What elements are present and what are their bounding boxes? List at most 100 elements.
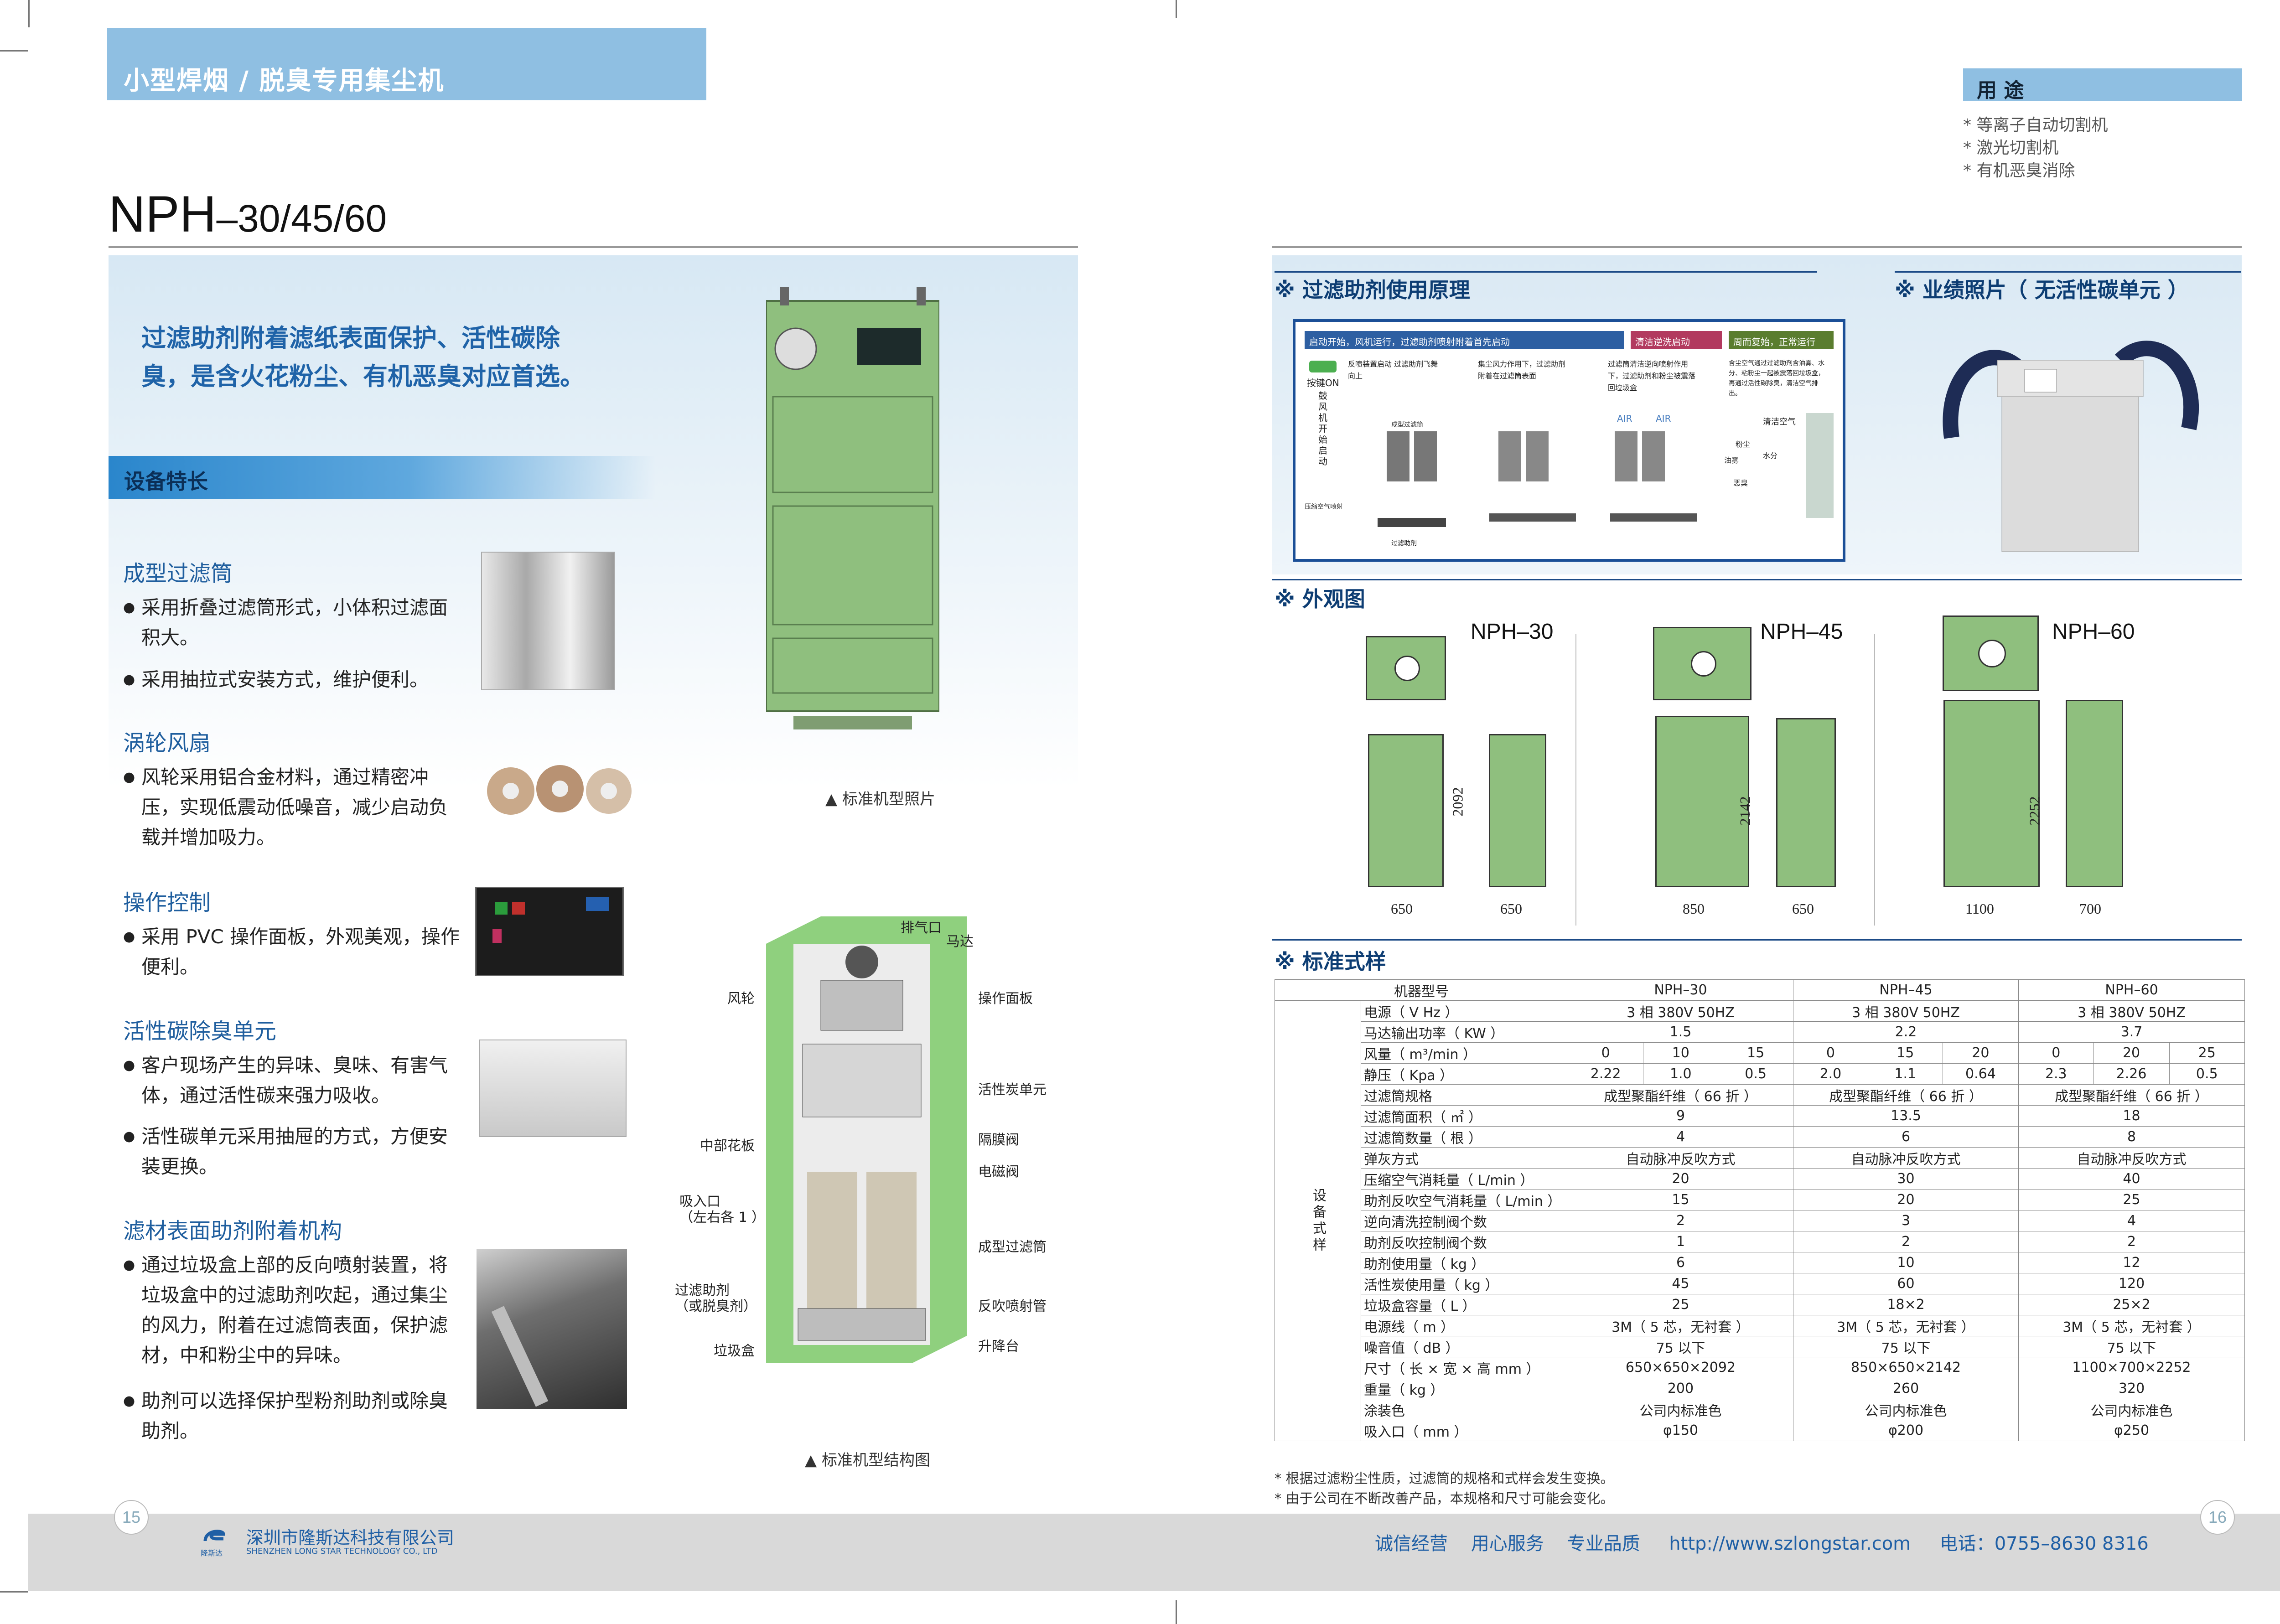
principle-illustration — [1378, 413, 1834, 527]
on-button-icon — [495, 902, 508, 915]
spec-row-label: 静压（ Kpa ） — [1361, 1063, 1568, 1085]
feature-point: 活性碳单元采用抽屉的方式，方便安装更换。 — [123, 1122, 461, 1182]
label-inlet: 吸入口 — [679, 1194, 720, 1210]
feature-point: 采用 PVC 操作面板，外观美观，操作便利。 — [123, 922, 461, 982]
spec-cell: 25×2 — [2018, 1294, 2245, 1315]
section-rule — [1272, 939, 2242, 941]
spec-cell: 1100×700×2252 — [2018, 1357, 2245, 1378]
outline-model-label: NPH–45 — [1760, 620, 1843, 644]
spec-cell: 200 — [1567, 1378, 1794, 1399]
company-name-cn: 深圳市隆斯达科技有限公司 — [246, 1528, 455, 1548]
spec-cell: 10 — [1793, 1252, 2019, 1273]
crop-mark — [1176, 0, 1177, 18]
page-number-left: 15 — [114, 1500, 149, 1535]
spec-row-label: 重量（ kg ） — [1361, 1378, 1568, 1399]
spec-cell: 75 以下 — [1793, 1336, 2019, 1357]
crop-mark — [1176, 1600, 1177, 1624]
spec-cell: 60 — [1793, 1273, 2019, 1294]
spec-cell: 4 — [2018, 1210, 2245, 1231]
spec-row-label: 弹灰方式 — [1361, 1147, 1568, 1169]
spec-cell: 15 — [1867, 1042, 1943, 1064]
outline-side-view — [1776, 718, 1836, 887]
label-agent: 过滤助剂 — [675, 1283, 730, 1298]
inlet-icon — [1394, 656, 1420, 681]
spec-cell: 2.0 — [1793, 1063, 1868, 1085]
spec-cell: φ250 — [2018, 1420, 2245, 1441]
spec-cell: 18×2 — [1793, 1294, 2019, 1315]
outline-divider — [1575, 634, 1576, 926]
agent-mechanism-image — [477, 1249, 627, 1409]
project-photo — [1933, 283, 2207, 556]
dim-depth: 650 — [1792, 900, 1814, 917]
usage-title: 用 途 — [1977, 79, 2024, 102]
structure-caption: ▲ 标准机型结构图 — [805, 1451, 930, 1469]
spec-cell: 18 — [2018, 1105, 2245, 1127]
feature-heading: 涡轮风扇 — [123, 730, 211, 756]
spec-cell: 9 — [1567, 1105, 1794, 1127]
spec-cell: 4 — [1567, 1126, 1794, 1148]
spec-cell: 公司内标准色 — [1567, 1399, 1794, 1420]
spec-cell: 120 — [2018, 1273, 2245, 1294]
spec-cell: 3M（ 5 芯，无衬套 ） — [1793, 1315, 2019, 1336]
label-cartridge: 成型过滤筒 — [978, 1239, 1047, 1255]
label-lift: 升降台 — [978, 1339, 1019, 1355]
outline-model-label: NPH–30 — [1471, 620, 1554, 644]
company-name-en: SHENZHEN LONG STAR TECHNOLOGY CO., LTD — [246, 1546, 438, 1556]
footer-bar — [28, 1514, 2280, 1591]
inlet-icon — [1691, 651, 1716, 677]
label-agent: 过滤助剂 — [1391, 540, 1417, 547]
spec-row: 过滤筒规格成型聚酯纤维（ 66 折 ）成型聚酯纤维（ 66 折 ）成型聚酯纤维（… — [1275, 1084, 2245, 1106]
spec-cell: 自动脉冲反吹方式 — [1793, 1147, 2019, 1169]
label-fan: 风轮 — [727, 991, 755, 1007]
spec-cell: 自动脉冲反吹方式 — [1567, 1147, 1794, 1169]
spec-cell: 3 — [1793, 1210, 2019, 1231]
spec-cell: 20 — [1793, 1189, 2019, 1210]
outline-top-view — [1943, 615, 2039, 691]
principle-title: ※ 过滤助剂使用原理 — [1275, 278, 1470, 302]
outline-side-view — [1489, 734, 1546, 887]
spec-cell: 3 相 380V 50HZ — [1793, 1000, 2019, 1022]
spec-cell: 15 — [1718, 1042, 1793, 1064]
spec-cell: 12 — [2018, 1252, 2245, 1273]
slogan: 过滤助剂附着滤纸表面保护、活性碳除 臭，是含火花粉尘、有机恶臭对应首选。 — [141, 319, 597, 396]
spec-cell: 15 — [1567, 1189, 1794, 1210]
label-filter: 成型过滤筒 — [1391, 421, 1423, 429]
label-exhaust: 排气口 — [901, 920, 942, 936]
outline-title: ※ 外观图 — [1275, 587, 1365, 611]
spec-cell: 75 以下 — [1567, 1336, 1794, 1357]
company-logo-icon — [201, 1527, 228, 1546]
spec-row-label: 逆向清洗控制阀个数 — [1361, 1210, 1568, 1231]
label-diaphragm: 隔膜阀 — [978, 1132, 1019, 1148]
spec-header-cell: 机器型号 — [1275, 979, 1568, 1001]
features-bar: 设备特长 — [109, 456, 656, 499]
spec-header-row: 机器型号 NPH–30 NPH–45 NPH–60 — [1275, 979, 2245, 1001]
principle-step: 启动开始，风机运行，过滤助剂喷射附着首先启动 — [1305, 331, 1624, 349]
dim-height: 2142 — [1736, 796, 1753, 826]
feature-point: 助剂可以选择保护型粉剂助剂或除臭助剂。 — [123, 1386, 461, 1446]
spec-cell: 10 — [1643, 1042, 1719, 1064]
spec-cell: 0.64 — [1942, 1063, 2019, 1085]
spec-row-label: 垃圾盒容量（ L ） — [1361, 1294, 1568, 1315]
spec-header-cell: NPH–45 — [1793, 979, 2019, 1001]
filter-cartridge-image — [481, 552, 615, 690]
spec-cell: 1.0 — [1643, 1063, 1719, 1085]
spec-cell: 0 — [1793, 1042, 1868, 1064]
title-rule — [109, 246, 1078, 248]
section-rule — [1895, 271, 2241, 273]
principle-note: 过滤筒清洁逆向喷射作用下，过滤助剂和粉尘被震落回垃圾盒 — [1608, 360, 1696, 392]
spec-cell: 6 — [1793, 1126, 2019, 1148]
feature-point: 风轮采用铝合金材料，通过精密冲压，实现低震动低噪音，减少启动负载并增加吸力。 — [123, 762, 461, 853]
spec-cell: 成型聚酯纤维（ 66 折 ） — [2018, 1084, 2245, 1106]
label-dust: 粉尘 — [1736, 440, 1751, 449]
dim-width: 850 — [1683, 900, 1705, 917]
spec-row-label: 马达输出功率（ KW ） — [1361, 1021, 1568, 1043]
spec-cell: 25 — [2018, 1189, 2245, 1210]
turbo-fan-image — [483, 761, 634, 821]
spec-cell: 8 — [2018, 1126, 2245, 1148]
dim-width: 650 — [1391, 900, 1413, 917]
